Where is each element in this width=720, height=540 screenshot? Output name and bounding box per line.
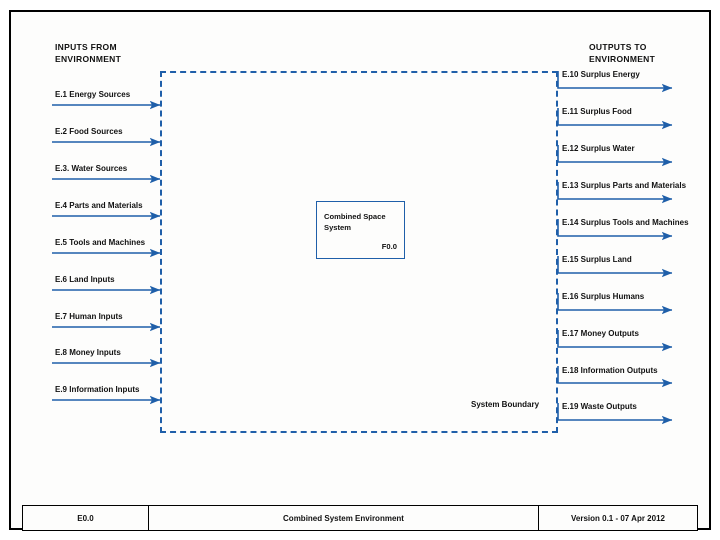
input-label-e5: E.5 Tools and Machines xyxy=(55,238,146,247)
output-label-e19: E.19 Waste Outputs xyxy=(562,402,637,411)
input-label-e4: E.4 Parts and Materials xyxy=(55,201,143,210)
output-label-e11: E.11 Surplus Food xyxy=(562,107,632,116)
title-block-drawing-title: Combined System Environment xyxy=(149,506,539,530)
output-label-e14: E.14 Surplus Tools and Machines xyxy=(562,218,689,227)
input-label-e8: E.8 Money Inputs xyxy=(55,348,121,357)
output-label-e13: E.13 Surplus Parts and Materials xyxy=(562,181,687,190)
inputs-heading: INPUTS FROM ENVIRONMENT xyxy=(55,42,122,64)
input-label-e1: E.1 Energy Sources xyxy=(55,90,131,99)
system-boundary-label: System Boundary xyxy=(471,400,540,409)
output-label-e18: E.18 Information Outputs xyxy=(562,366,658,375)
input-label-e7: E.7 Human Inputs xyxy=(55,312,123,321)
output-label-e16: E.16 Surplus Humans xyxy=(562,292,645,301)
title-block-drawing-id: E0.0 xyxy=(23,506,149,530)
outputs-heading: OUTPUTS TO ENVIRONMENT xyxy=(589,42,656,64)
combined-space-system-box[interactable]: Combined Space System F0.0 xyxy=(316,201,405,259)
title-block-version: Version 0.1 - 07 Apr 2012 xyxy=(571,513,665,523)
input-label-e6: E.6 Land Inputs xyxy=(55,275,115,284)
system-box-title: Combined Space System xyxy=(324,212,386,232)
system-boundary xyxy=(160,71,558,433)
output-label-e10: E.10 Surplus Energy xyxy=(562,70,640,79)
input-label-e2: E.2 Food Sources xyxy=(55,127,123,136)
title-block: E0.0 Combined System Environment Version… xyxy=(22,505,698,531)
output-label-e15: E.15 Surplus Land xyxy=(562,255,632,264)
input-label-e9: E.9 Information Inputs xyxy=(55,385,140,394)
system-box-id: F0.0 xyxy=(381,242,397,251)
output-label-e17: E.17 Money Outputs xyxy=(562,329,639,338)
input-label-e3: E.3. Water Sources xyxy=(55,164,128,173)
output-label-e12: E.12 Surplus Water xyxy=(562,144,635,153)
